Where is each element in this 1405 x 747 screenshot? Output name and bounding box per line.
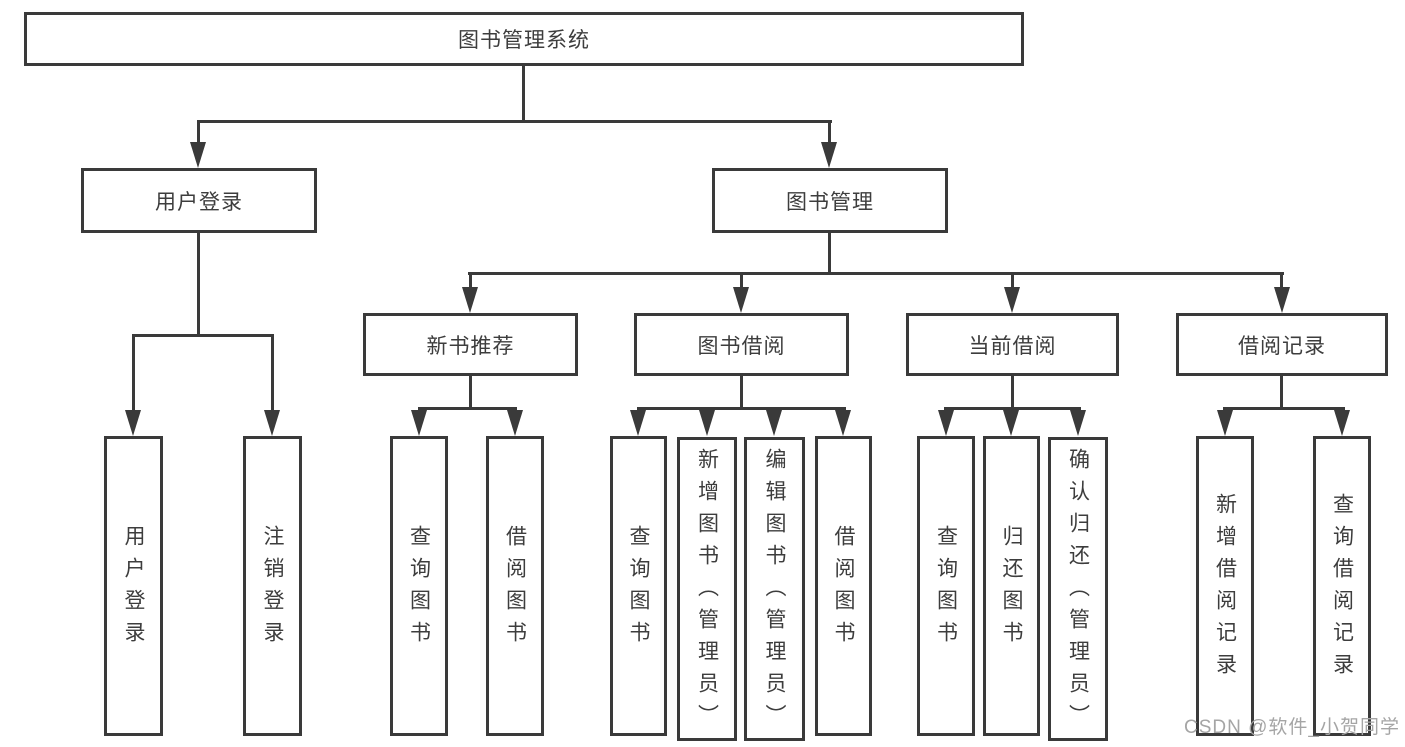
arrow-down-icon bbox=[938, 410, 954, 436]
arrow-down-icon bbox=[821, 142, 837, 168]
leaf-borrow-book-2: 借阅图书 bbox=[815, 436, 872, 736]
connector-level2-crossbar bbox=[197, 120, 832, 123]
connector-book-mgmt-stem bbox=[828, 231, 831, 274]
leaf-return-book: 归还图书 bbox=[983, 436, 1040, 736]
arrow-down-icon bbox=[1004, 287, 1020, 313]
leaf-confirm-return-admin: 确认归还（管理员） bbox=[1048, 437, 1108, 741]
arrow-down-icon bbox=[699, 410, 715, 436]
arrow-down-icon bbox=[766, 410, 782, 436]
leaf-logout: 注销登录 bbox=[243, 436, 302, 736]
leaf-query-borrow-record: 查询借阅记录 bbox=[1313, 436, 1371, 736]
leaf-edit-book-admin: 编辑图书（管理员） bbox=[744, 437, 805, 741]
connector-leaf-drop bbox=[271, 334, 274, 414]
arrow-down-icon bbox=[1334, 410, 1350, 436]
arrow-down-icon bbox=[411, 410, 427, 436]
node-book-borrow: 图书借阅 bbox=[634, 313, 849, 376]
connector-book-borrow-stem bbox=[740, 374, 743, 409]
connector-current-borrow-crossbar bbox=[944, 407, 1081, 410]
connector-borrow-records-crossbar bbox=[1223, 407, 1345, 410]
connector-book-borrow-crossbar bbox=[637, 407, 846, 410]
arrow-down-icon bbox=[264, 410, 280, 436]
arrow-down-icon bbox=[733, 287, 749, 313]
connector-book-mgmt-drop bbox=[828, 120, 831, 146]
arrow-down-icon bbox=[1217, 410, 1233, 436]
connector-leaf-drop bbox=[132, 334, 135, 414]
node-root: 图书管理系统 bbox=[24, 12, 1024, 66]
node-current-borrow: 当前借阅 bbox=[906, 313, 1119, 376]
arrow-down-icon bbox=[507, 410, 523, 436]
leaf-add-book-admin: 新增图书（管理员） bbox=[677, 437, 737, 741]
arrow-down-icon bbox=[190, 142, 206, 168]
leaf-query-book-1: 查询图书 bbox=[390, 436, 448, 736]
connector-user-login-drop bbox=[197, 120, 200, 146]
connector-user-login-crossbar bbox=[132, 334, 274, 337]
arrow-down-icon bbox=[1003, 410, 1019, 436]
csdn-watermark: CSDN @软件_小贺同学 bbox=[1184, 717, 1400, 738]
node-user-login: 用户登录 bbox=[81, 168, 317, 233]
connector-borrow-records-stem bbox=[1280, 374, 1283, 409]
connector-level3-crossbar bbox=[468, 272, 1284, 275]
arrow-down-icon bbox=[1070, 410, 1086, 436]
leaf-query-book-3: 查询图书 bbox=[917, 436, 975, 736]
arrow-down-icon bbox=[1274, 287, 1290, 313]
connector-level3-drop bbox=[740, 272, 743, 288]
arrow-down-icon bbox=[462, 287, 478, 313]
connector-new-book-crossbar bbox=[418, 407, 517, 410]
leaf-borrow-book-1: 借阅图书 bbox=[486, 436, 544, 736]
connector-root-stem bbox=[522, 64, 525, 122]
connector-user-login-stem bbox=[197, 231, 200, 336]
node-book-management: 图书管理 bbox=[712, 168, 948, 233]
connector-level3-drop bbox=[469, 272, 472, 288]
connector-current-borrow-stem bbox=[1011, 374, 1014, 409]
arrow-down-icon bbox=[125, 410, 141, 436]
connector-level3-drop bbox=[1280, 272, 1283, 288]
arrow-down-icon bbox=[835, 410, 851, 436]
node-new-book-recommend: 新书推荐 bbox=[363, 313, 578, 376]
connector-level3-drop bbox=[1011, 272, 1014, 288]
connector-new-book-stem bbox=[469, 374, 472, 409]
leaf-query-book-2: 查询图书 bbox=[610, 436, 667, 736]
leaf-add-borrow-record: 新增借阅记录 bbox=[1196, 436, 1254, 736]
node-borrow-records: 借阅记录 bbox=[1176, 313, 1388, 376]
leaf-user-login: 用户登录 bbox=[104, 436, 163, 736]
arrow-down-icon bbox=[630, 410, 646, 436]
